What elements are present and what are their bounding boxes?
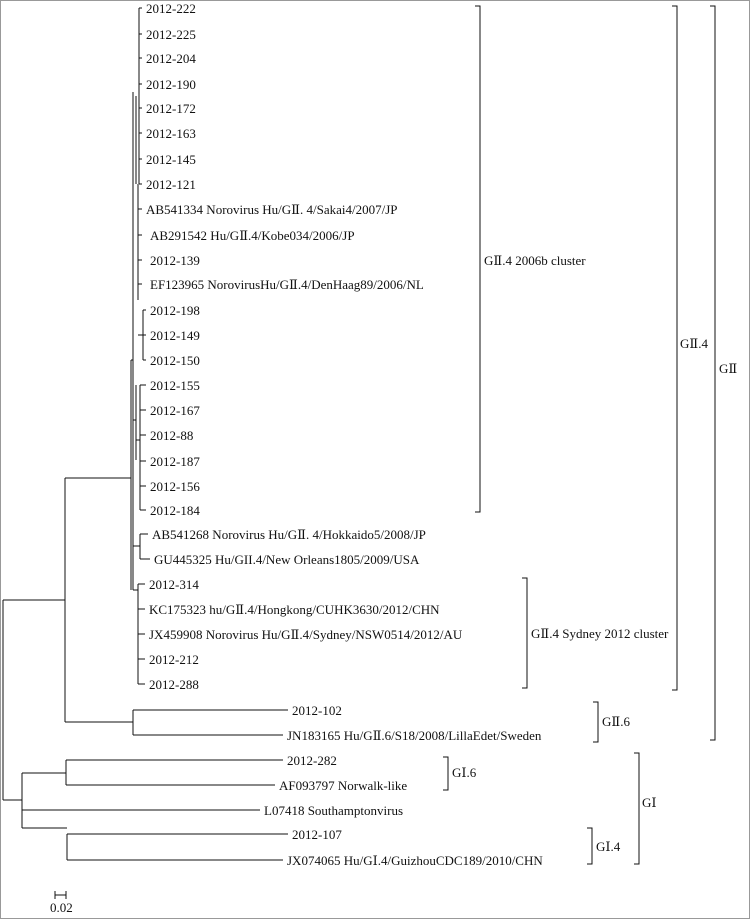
leaf-label: AB541334 Norovirus Hu/GⅡ. 4/Sakai4/2007/… <box>146 202 398 217</box>
scale-bar: 0.02 <box>50 891 73 915</box>
leaf-label: 2012-314 <box>149 577 199 592</box>
leaf-label: 2012-145 <box>146 152 196 167</box>
leaf-label: 2012-190 <box>146 77 196 92</box>
leaf-label: 2012-155 <box>150 378 200 393</box>
tree-branches <box>2 7 288 861</box>
leaf-label: JN183165 Hu/GⅡ.6/S18/2008/LillaEdet/Swed… <box>287 728 542 743</box>
leaf-label: 2012-212 <box>149 652 199 667</box>
bracket-gi4 <box>587 827 593 865</box>
leaf-label: 2012-282 <box>287 753 337 768</box>
label-gi4: GⅠ.4 <box>596 839 621 854</box>
leaf-label: AB541268 Norovirus Hu/GⅡ. 4/Hokkaido5/20… <box>152 527 426 542</box>
scale-label: 0.02 <box>50 900 73 915</box>
bracket-gi6 <box>443 756 449 791</box>
leaf-label: 2012-167 <box>150 403 200 418</box>
label-gi6: GⅠ.6 <box>452 765 477 780</box>
leaf-label: 2012-102 <box>292 703 342 718</box>
leaf-label: 2012-149 <box>150 328 200 343</box>
leaf-label: JX459908 Norovirus Hu/GⅡ.4/Sydney/NSW051… <box>149 627 463 642</box>
leaf-label: 2012-88 <box>150 428 193 443</box>
group-brackets <box>443 5 716 865</box>
bracket-gii4 <box>672 5 678 691</box>
leaf-label: L07418 Southamptonvirus <box>264 803 403 818</box>
leaf-label: 2012-121 <box>146 177 196 192</box>
label-gii: GⅡ <box>719 361 737 376</box>
leaf-label: EF123965 NorovirusHu/GⅡ.4/DenHaag89/2006… <box>150 277 424 292</box>
leaf-label: 2012-184 <box>150 503 200 518</box>
leaf-label: 2012-172 <box>146 101 196 116</box>
leaf-label: GU445325 Hu/GII.4/New Orleans1805/2009/U… <box>154 552 420 567</box>
bracket-gii4-sydney <box>522 577 528 689</box>
leaf-label: AF093797 Norwalk-like <box>279 778 407 793</box>
leaf-label: 2012-204 <box>146 51 196 66</box>
label-gii4-2006b: GⅡ.4 2006b cluster <box>484 253 586 268</box>
leaf-label: 2012-222 <box>146 1 196 16</box>
leaf-label: 2012-187 <box>150 454 200 469</box>
leaf-label: AB291542 Hu/GⅡ.4/Kobe034/2006/JP <box>150 228 355 243</box>
bracket-gii4-2006b <box>475 5 481 513</box>
label-gi: GⅠ <box>642 795 657 810</box>
leaf-label: 2012-156 <box>150 479 200 494</box>
leaf-label: 2012-225 <box>146 27 196 42</box>
group-labels: GⅡ.4 2006b cluster GⅡ.4 Sydney 2012 clus… <box>452 253 737 854</box>
label-gii4: GⅡ.4 <box>680 336 708 351</box>
leaf-label: JX074065 Hu/GⅠ.4/GuizhouCDC189/2010/CHN <box>287 853 543 868</box>
leaf-label: 2012-198 <box>150 303 200 318</box>
label-gii6: GⅡ.6 <box>602 714 630 729</box>
bracket-gi <box>634 752 640 865</box>
label-gii4-sydney: GⅡ.4 Sydney 2012 cluster <box>531 626 669 641</box>
leaf-label: 2012-163 <box>146 126 196 141</box>
leaf-label: KC175323 hu/GⅡ.4/Hongkong/CUHK3630/2012/… <box>149 602 440 617</box>
leaf-label: 2012-150 <box>150 353 200 368</box>
leaf-label: 2012-139 <box>150 253 200 268</box>
bracket-gii <box>710 5 716 741</box>
leaf-labels: 2012-222 2012-225 2012-204 2012-190 2012… <box>146 1 543 868</box>
leaf-label: 2012-107 <box>292 827 342 842</box>
bracket-gii6 <box>593 701 599 743</box>
leaf-label: 2012-288 <box>149 677 199 692</box>
